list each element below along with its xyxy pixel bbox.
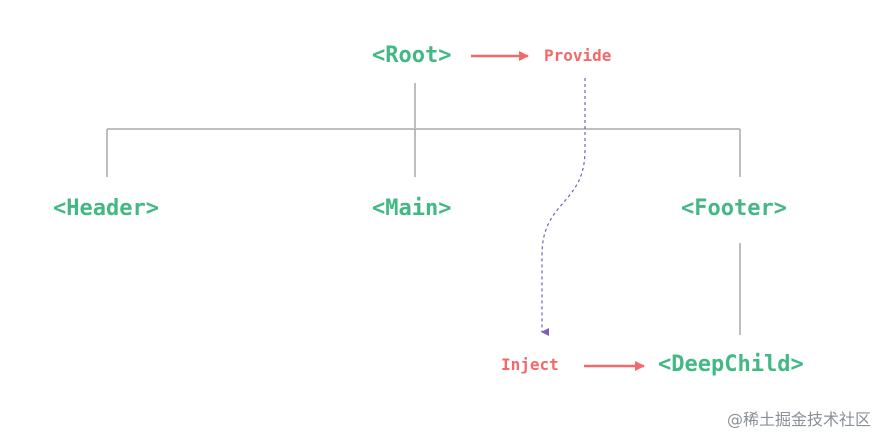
provide-label: Provide (544, 46, 612, 65)
footer-node: <Footer> (681, 196, 787, 221)
main-node: <Main> (372, 196, 452, 221)
header-node: <Header> (53, 196, 159, 221)
watermark-text: @稀土掘金技术社区 (726, 410, 871, 429)
deepchild-node: <DeepChild> (658, 352, 804, 377)
root-node: <Root> (372, 43, 452, 68)
provide-inject-dotted-path (541, 78, 586, 336)
inject-label: Inject (501, 355, 559, 374)
